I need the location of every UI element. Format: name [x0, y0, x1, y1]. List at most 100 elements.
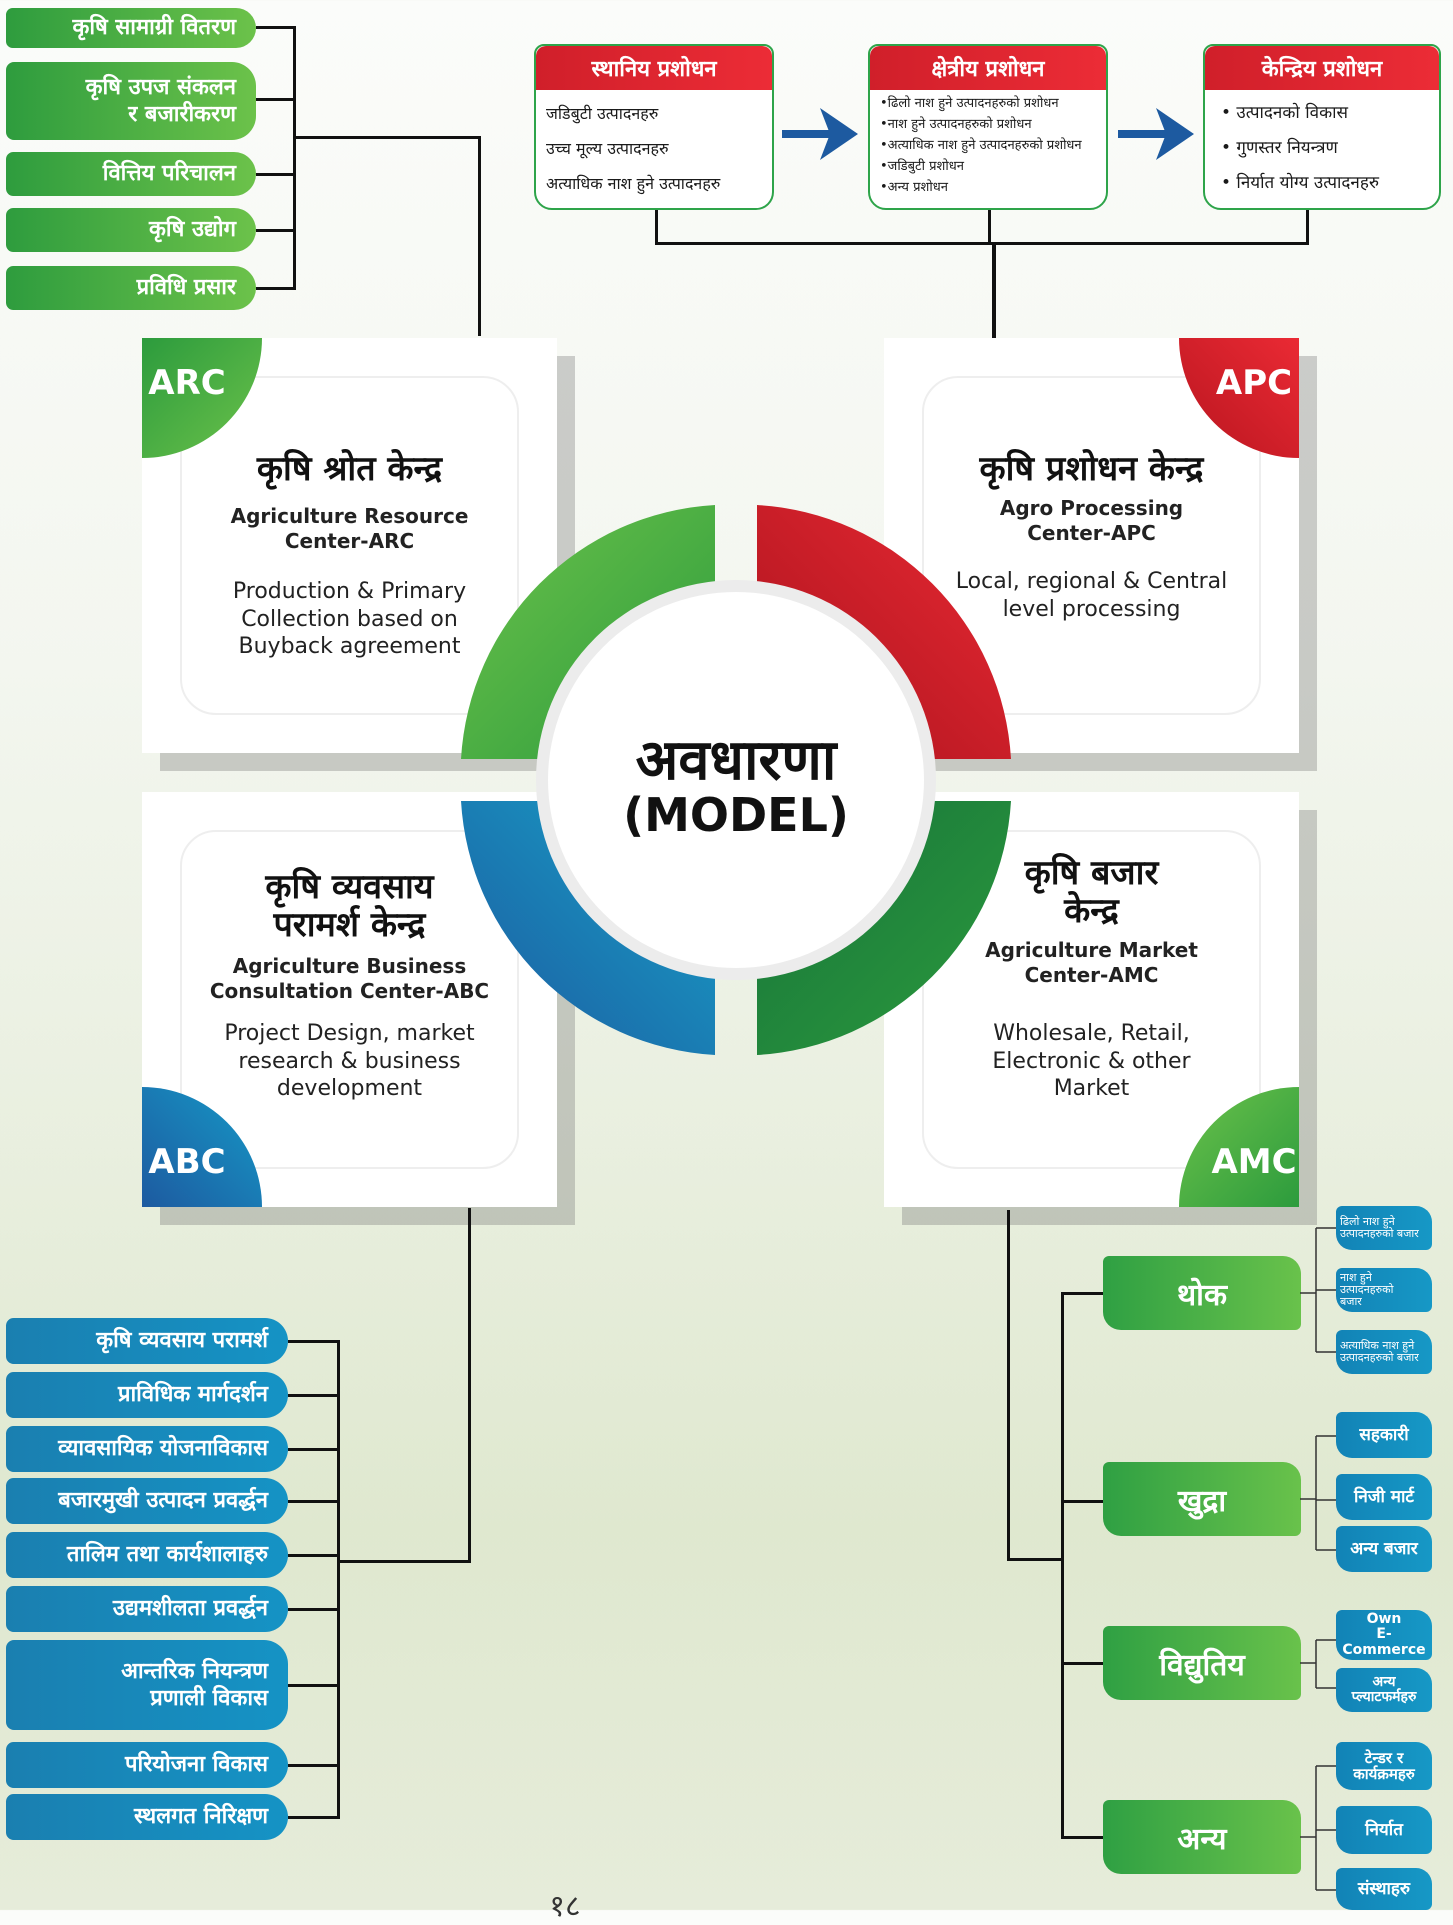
processing-local-title: स्थानिय प्रशोधन — [536, 46, 772, 90]
wholesale-sub-1: ढिलो नाश हुने उत्पादनहरुको बजार — [1336, 1206, 1432, 1250]
card-arc: ARC कृषि श्रोत केन्द्र Agriculture Resou… — [142, 338, 557, 753]
connector — [293, 136, 481, 139]
abc-service-9: स्थलगत निरिक्षण — [6, 1794, 288, 1840]
connector — [1007, 1210, 1010, 1560]
connector — [1061, 1292, 1105, 1295]
abc-title-en: Agriculture Business Consultation Center… — [209, 954, 490, 1003]
connector — [256, 229, 296, 232]
connector — [293, 26, 296, 290]
processing-item: •जडिबुटी प्रशोधन — [880, 159, 964, 174]
retail-sub-3: अन्य बजार — [1336, 1526, 1432, 1572]
connector — [256, 287, 296, 290]
connector — [655, 210, 658, 244]
arc-service-2: कृषि उपज संकलन र बजारीकरण — [6, 62, 256, 140]
connector — [288, 1816, 340, 1819]
processing-item: •नाश हुने उत्पादनहरुको प्रशोधन — [880, 117, 1032, 132]
processing-item: उच्च मूल्य उत्पादनहरु — [546, 139, 669, 158]
ring-segment-apc — [757, 505, 1011, 759]
connector — [288, 1764, 340, 1767]
abc-service-1: कृषि व्यवसाय परामर्श — [6, 1318, 288, 1364]
arc-title-en: Agriculture Resource Center-ARC — [230, 504, 469, 553]
amc-desc: Wholesale, Retail, Electronic & other Ma… — [992, 1021, 1191, 1101]
connector — [1061, 1292, 1064, 1838]
center-title-np: अवधारणा — [635, 728, 837, 793]
sub-connectors — [1300, 1227, 1336, 1891]
connector — [1007, 1558, 1063, 1561]
ring-segment-arc — [461, 505, 715, 759]
processing-item: •ढिलो नाश हुने उत्पादनहरुको प्रशोधन — [880, 96, 1059, 111]
arrow-right-icon — [1118, 108, 1194, 160]
retail-sub-2: निजी मार्ट — [1336, 1474, 1432, 1520]
connector — [288, 1448, 340, 1451]
processing-regional: क्षेत्रीय प्रशोधन •ढिलो नाश हुने उत्पादन… — [868, 44, 1108, 210]
connector — [337, 1560, 471, 1563]
market-electronic: विद्युतिय — [1103, 1626, 1301, 1700]
arc-service-4: कृषि उद्योग — [6, 208, 256, 252]
ring-segment-amc — [757, 801, 1011, 1055]
arc-service-3: वित्तिय परिचालन — [6, 152, 256, 196]
connector — [256, 26, 296, 29]
processing-local: स्थानिय प्रशोधन जडिबुटी उत्पादनहरु उच्च … — [534, 44, 774, 210]
connector — [1306, 210, 1309, 244]
retail-sub-1: सहकारी — [1336, 1412, 1432, 1458]
connector — [288, 1340, 340, 1343]
connector — [468, 1208, 471, 1563]
market-wholesale: थोक — [1103, 1256, 1301, 1330]
arc-title-np: कृषि श्रोत केन्द्र — [256, 449, 443, 489]
connector — [288, 1394, 340, 1397]
apc-title-np: कृषि प्रशोधन केन्द्र — [979, 449, 1204, 489]
electronic-sub-2: अन्य प्ल्याटफर्महरु — [1336, 1668, 1432, 1712]
connector — [1061, 1662, 1105, 1665]
ring-segment-abc — [461, 801, 715, 1055]
market-retail: खुद्रा — [1103, 1462, 1301, 1536]
connector — [655, 242, 1309, 245]
connector — [288, 1684, 340, 1687]
processing-central-title: केन्द्रिय प्रशोधन — [1205, 46, 1439, 90]
processing-regional-title: क्षेत्रीय प्रशोधन — [870, 46, 1106, 90]
abc-service-6: उद्यमशीलता प्रवर्द्धन — [6, 1586, 288, 1632]
other-sub-1: टेन्डर र कार्यक्रमहरु — [1336, 1742, 1432, 1790]
other-sub-2: निर्यात — [1336, 1806, 1432, 1854]
connector — [256, 98, 296, 101]
model-ring — [461, 505, 1011, 1055]
abc-service-7: आन्तरिक नियन्त्रण प्रणाली विकास — [6, 1640, 288, 1730]
electronic-sub-1: Own E-Commerce — [1336, 1610, 1432, 1660]
connector — [288, 1608, 340, 1611]
abc-service-2: प्राविधिक मार्गदर्शन — [6, 1372, 288, 1418]
abc-service-5: तालिम तथा कार्यशालाहरु — [6, 1532, 288, 1578]
connector — [337, 1340, 340, 1819]
connector — [1061, 1500, 1105, 1503]
connector — [288, 1500, 340, 1503]
market-other: अन्य — [1103, 1800, 1301, 1874]
amc-title-en: Agriculture Market Center-AMC — [985, 938, 1198, 987]
abc-service-8: परियोजना विकास — [6, 1742, 288, 1788]
abc-service-3: व्यावसायिक योजनाविकास — [6, 1426, 288, 1472]
connector — [992, 244, 996, 338]
processing-item: • निर्यात योग्य उत्पादनहरु — [1221, 173, 1380, 193]
wholesale-sub-3: अत्याधिक नाश हुने उत्पादनहरुको बजार — [1336, 1330, 1432, 1374]
center-title-en: (MODEL) — [623, 788, 849, 842]
wholesale-sub-2: नाश हुने उत्पादनहरुको बजार — [1336, 1268, 1432, 1312]
abc-desc: Project Design, market research & busine… — [224, 1021, 475, 1101]
abc-service-4: बजारमुखी उत्पादन प्रवर्द्धन — [6, 1478, 288, 1524]
connector — [288, 1554, 340, 1557]
processing-item: अत्याधिक नाश हुने उत्पादनहरु — [546, 174, 721, 193]
connector — [988, 210, 991, 244]
arc-service-1: कृषि सामाग्री वितरण — [6, 8, 256, 48]
apc-desc: Local, regional & Central level processi… — [955, 569, 1228, 622]
apc-title-en: Agro Processing Center-APC — [999, 496, 1184, 545]
processing-item: • उत्पादनको विकास — [1221, 103, 1349, 123]
abc-title-np: कृषि व्यवसाय परामर्श केन्द्र — [265, 867, 434, 946]
connector — [478, 136, 481, 336]
connector — [1061, 1836, 1105, 1839]
processing-item: • गुणस्तर नियन्त्रण — [1221, 138, 1338, 158]
arc-desc: Production & Primary Collection based on… — [232, 579, 467, 659]
processing-central: केन्द्रिय प्रशोधन • उत्पादनको विकास • गु… — [1203, 44, 1441, 210]
connector — [256, 173, 296, 176]
processing-item: जडिबुटी उत्पादनहरु — [546, 104, 659, 123]
page-number: १८ — [549, 1889, 581, 1924]
processing-item: •अन्य प्रशोधन — [880, 180, 948, 195]
amc-title-np: कृषि बजार केन्द्र — [1024, 853, 1159, 932]
arrow-right-icon — [782, 108, 858, 160]
processing-item: •अत्याधिक नाश हुने उत्पादनहरुको प्रशोधन — [880, 138, 1082, 153]
